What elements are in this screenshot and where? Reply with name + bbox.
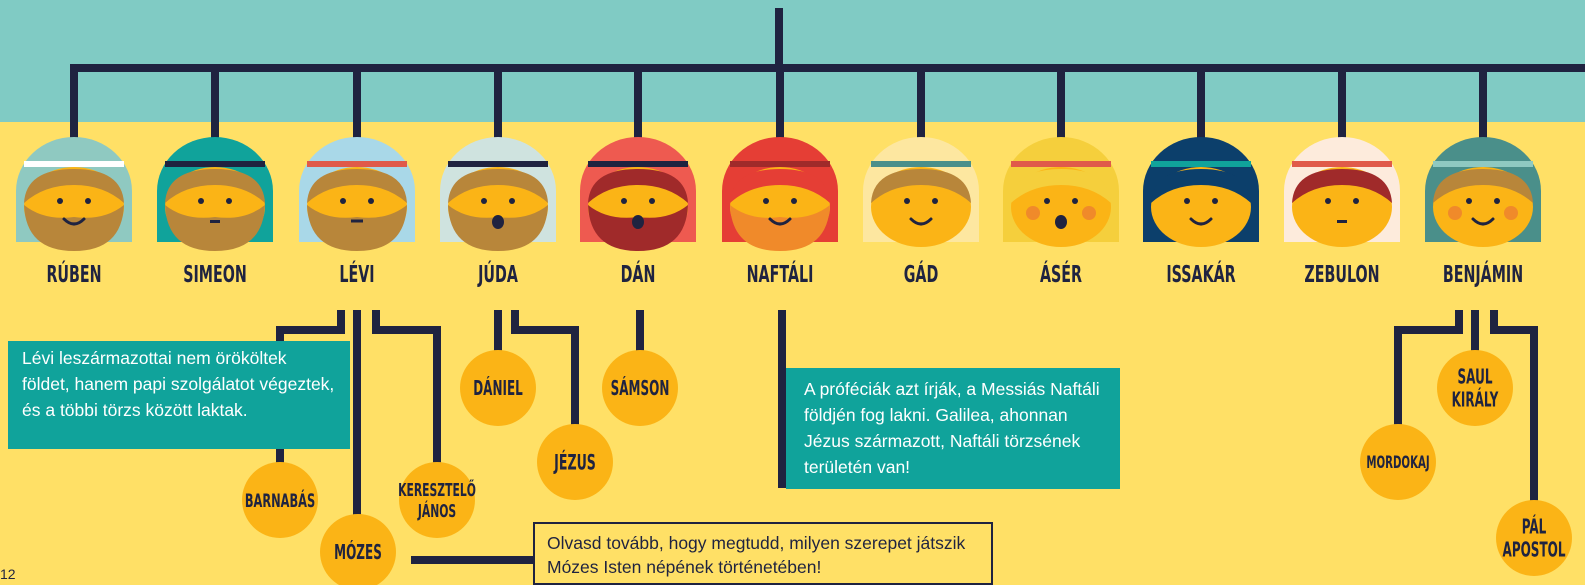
tribe-name: ÁSÉR xyxy=(1039,262,1083,288)
tribe-face-6 xyxy=(722,137,838,251)
descendant-label: SÁMSON xyxy=(611,377,670,400)
descendant-label: APOSTOL xyxy=(1503,539,1566,562)
tribe-name: ISSAKÁR xyxy=(1166,262,1236,288)
tribe-face-11 xyxy=(1425,137,1541,247)
tribe-name: LÉVI xyxy=(339,262,375,288)
descendant-label: MÓZES xyxy=(334,541,382,564)
tribe-name: DÁN xyxy=(620,262,656,288)
descendant-label: JÉZUS xyxy=(553,449,595,476)
descendant-label: JÁNOS xyxy=(417,500,456,522)
descendant-label: KERESZTELŐ xyxy=(398,479,476,501)
descendant-samson: SÁMSON xyxy=(602,350,678,426)
descendant-label: MORDOKAJ xyxy=(1366,454,1429,473)
descendant-mordokaj: MORDOKAJ xyxy=(1360,424,1436,500)
tribe-face-8 xyxy=(1003,137,1119,247)
descendant-label: KIRÁLY xyxy=(1452,389,1500,412)
tribe-face-10 xyxy=(1284,137,1400,247)
tribe-face-2 xyxy=(157,137,273,251)
tribe-name: NAFTÁLI xyxy=(746,262,814,288)
tribe-face-9 xyxy=(1143,137,1259,247)
descendant-label: DÁNIEL xyxy=(473,377,523,400)
tribe-name: SIMEON xyxy=(183,262,247,288)
tribe-face-3 xyxy=(299,137,415,251)
descendant-label: SAUL xyxy=(1458,366,1493,389)
descendant-mozes: MÓZES xyxy=(320,514,396,585)
page-number: 12 xyxy=(0,566,16,582)
tribe-name: JÚDA xyxy=(478,262,518,288)
descendant-label: BARNABÁS xyxy=(245,489,315,512)
moses-callout: Olvasd tovább, hogy megtudd, milyen szer… xyxy=(533,522,993,585)
tribe-face-4 xyxy=(440,137,556,251)
tribe-faces xyxy=(16,137,1541,251)
sky-band xyxy=(0,0,1585,122)
tribe-face-5 xyxy=(580,137,696,251)
tribe-face-1 xyxy=(16,137,132,251)
tribe-face-7 xyxy=(863,137,979,247)
descendant-label: PÁL xyxy=(1522,516,1547,539)
descendant-jezus: JÉZUS xyxy=(537,424,613,500)
descendant-daniel: DÁNIEL xyxy=(460,350,536,426)
tribe-name: RÚBEN xyxy=(46,262,102,288)
naftali-note: A próféciák azt írják, a Messiás Naftáli… xyxy=(786,368,1120,489)
tribe-name: GÁD xyxy=(903,262,939,288)
tribe-name: ZEBULON xyxy=(1304,262,1380,288)
tribe-name: BENJÁMIN xyxy=(1442,262,1524,288)
descendant-barnabas: BARNABÁS xyxy=(242,462,318,538)
levi-note: Lévi leszármazottai nem örököltek földet… xyxy=(8,341,350,449)
